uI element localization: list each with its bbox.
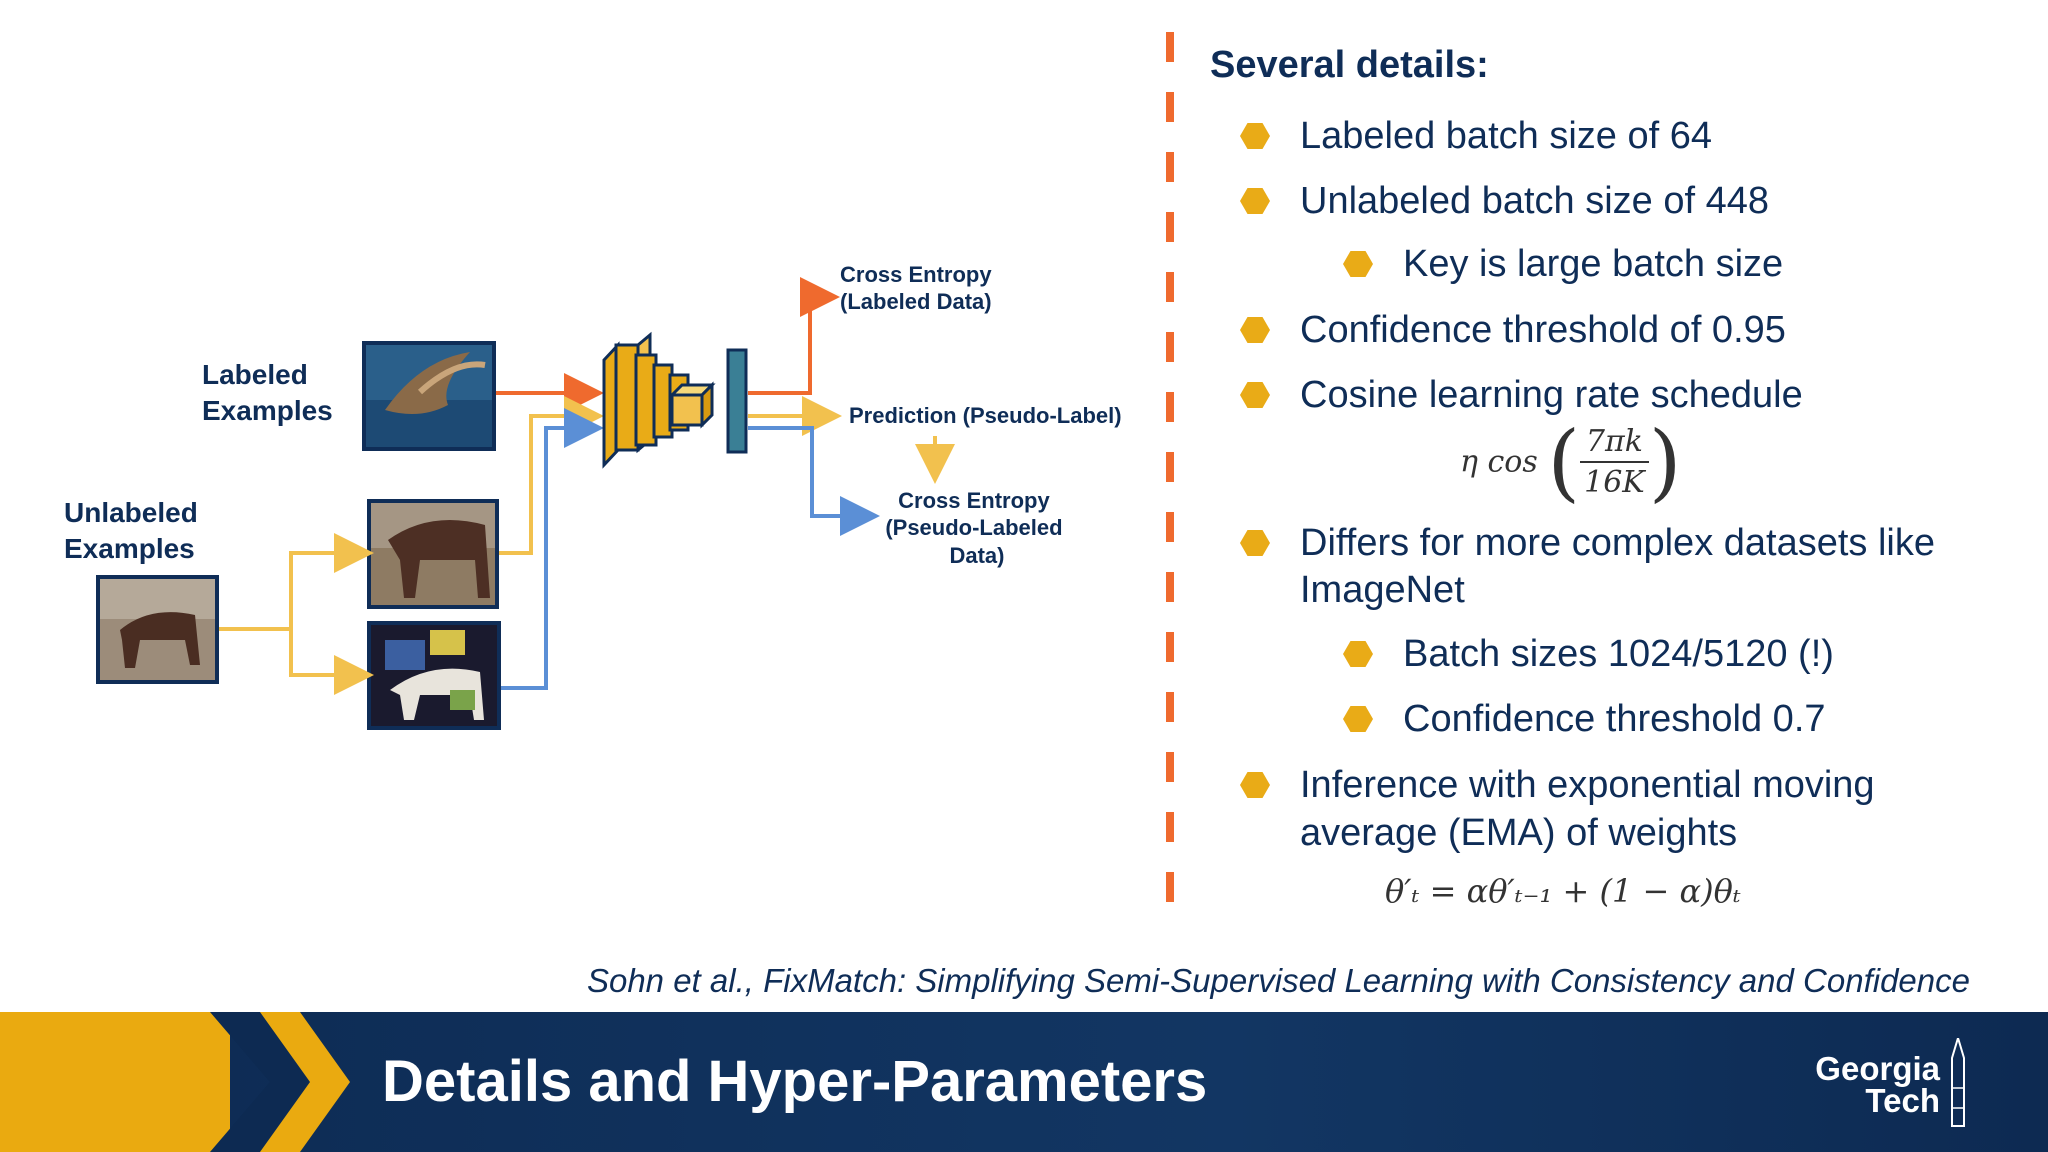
bullet-confidence-threshold: Confidence threshold of 0.95 [1300, 309, 1786, 351]
georgia-tech-logo: Georgia Tech [1790, 1038, 1970, 1128]
footer-title: Details and Hyper-Parameters [382, 1049, 1208, 1114]
bullet-unlabeled-batch: Unlabeled batch size of 448 [1300, 180, 1769, 222]
output-ce-labeled-arrow [748, 277, 840, 395]
sub-bullet-icon [1343, 706, 1373, 732]
fixmatch-diagram: Labeled Examples Unlabeled Examples [64, 262, 1122, 730]
details-heading: Several details: [1210, 44, 1489, 86]
labeled-bird-image [362, 341, 496, 451]
ce-labeled-label: Cross Entropy (Labeled Data) [840, 262, 998, 314]
cnn-model-icon [602, 331, 716, 469]
ce-pseudo-label: Cross Entropy (Pseudo-Labeled Data) [885, 488, 1068, 568]
unlabeled-to-strong-arrow [289, 629, 374, 695]
output-ce-pseudo-arrow [748, 426, 880, 536]
bullet-inference-line1: Inference with exponential moving [1300, 764, 1875, 806]
chevron-icon [210, 1012, 320, 1152]
bullet-differs-line2: ImageNet [1300, 569, 1465, 611]
bullet-icon [1240, 772, 1270, 798]
bullet-differs-line1: Differs for more complex datasets like [1300, 522, 1935, 564]
citation: Sohn et al., FixMatch: Simplifying Semi-… [586, 962, 1970, 999]
bullet-icon [1240, 530, 1270, 556]
output-layer-icon [726, 348, 748, 454]
bullet-icon [1240, 188, 1270, 214]
unlabeled-to-weak-arrow [219, 533, 374, 631]
labeled-examples-label: Labeled Examples [202, 359, 333, 426]
dashed-divider [1166, 32, 1174, 907]
bullet-icon [1240, 123, 1270, 149]
sub-bullet-icon [1343, 641, 1373, 667]
strong-to-model-arrow [501, 408, 604, 690]
bullet-icon [1240, 382, 1270, 408]
bullet-labeled-batch: Labeled batch size of 64 [1300, 115, 1712, 157]
sub-bullet-icon [1343, 251, 1373, 277]
chevron-icon [260, 1012, 350, 1152]
tower-icon [1951, 1038, 1965, 1127]
ema-formula: θ′ₜ = αθ′ₜ₋₁ + (1 − α)θₜ [1385, 872, 1741, 910]
unlabeled-examples-label: Unlabeled Examples [64, 497, 206, 564]
weak-to-model-arrow [499, 396, 604, 555]
footer-gold-block [0, 1012, 230, 1152]
footer-bar: Details and Hyper-Parameters Georgia Tec… [0, 1012, 2048, 1152]
bullet-cosine-lr: Cosine learning rate schedule [1300, 374, 1803, 416]
unlabeled-horse-image [96, 575, 219, 684]
bullet-confidence-07: Confidence threshold 0.7 [1403, 698, 1826, 740]
bullet-icon [1240, 317, 1270, 343]
weak-augmented-image [367, 499, 499, 609]
bullet-key-large-batch: Key is large batch size [1403, 243, 1784, 285]
prediction-label: Prediction (Pseudo-Label) [849, 403, 1122, 428]
strong-augmented-image [367, 621, 501, 730]
bullet-inference-line2: average (EMA) of weights [1300, 812, 1738, 854]
bullet-batch-sizes: Batch sizes 1024/5120 (!) [1403, 633, 1834, 675]
